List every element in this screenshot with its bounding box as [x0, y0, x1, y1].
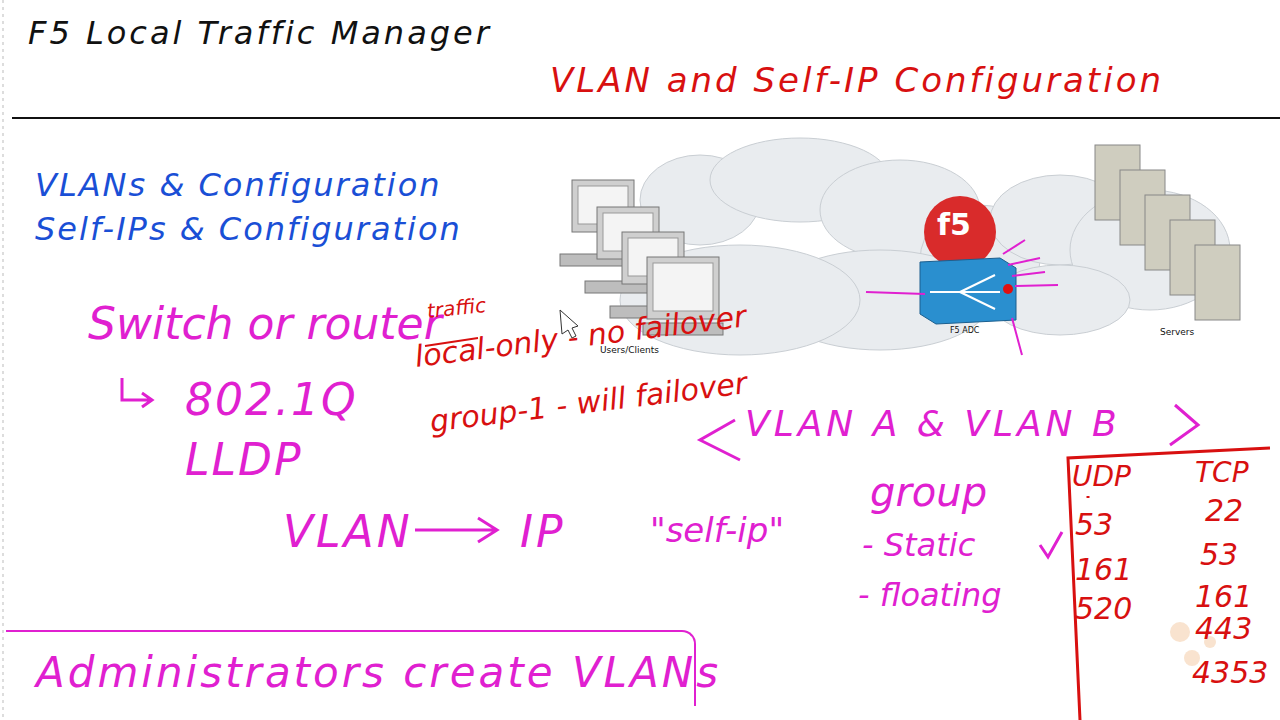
table-cell: 520: [1075, 592, 1132, 625]
flow-arrow: [415, 518, 497, 542]
note-text: "self-ip": [650, 512, 784, 549]
note-text: IP: [520, 508, 566, 556]
icon-caption: Servers: [1160, 328, 1194, 338]
list-item: - Static: [862, 528, 975, 563]
note-text: group: [870, 470, 987, 514]
topic-text: Self-IPs & Configuration: [35, 212, 462, 247]
sub-arrow: [122, 378, 152, 407]
check-mark: [1040, 532, 1062, 557]
header-rule: [12, 117, 1280, 119]
protocol-name: LLDP: [185, 436, 302, 484]
table-cell: 53: [1200, 538, 1238, 571]
angle-bracket: [700, 420, 740, 460]
angle-bracket: [1170, 405, 1198, 445]
interface-marks: [866, 240, 1058, 355]
table-cell: 53: [1075, 508, 1113, 541]
page-edge: [3, 0, 4, 720]
table-header: UDP: [1072, 462, 1131, 493]
adc-device: [920, 258, 1016, 324]
table-cell: 443: [1195, 612, 1252, 645]
note-text: VLAN: [283, 508, 413, 556]
table-lines: [1068, 448, 1270, 720]
note-box: Administrators create VLANs: [6, 630, 696, 706]
note-text: group-1 - will failover: [428, 366, 749, 438]
table-cell: 161: [1195, 580, 1252, 613]
note-text: traffic: [426, 294, 487, 322]
f5-logo: [924, 196, 996, 268]
box-text: Administrators create VLANs: [36, 650, 721, 696]
logo-text: f5: [937, 208, 971, 241]
list-item: - floating: [858, 578, 1002, 613]
table-cell: 4353: [1192, 656, 1268, 689]
note-text: Switch or router: [88, 300, 442, 348]
slide-title: F5 Local Traffic Manager: [28, 16, 492, 51]
subtitle: VLAN and Self-IP Configuration: [550, 62, 1164, 99]
icon-caption: F5 ADC: [950, 327, 979, 336]
table-cell: 22: [1205, 494, 1243, 527]
note-text: VLAN A & VLAN B: [745, 404, 1121, 444]
table-cell: 161: [1075, 553, 1132, 586]
protocol-name: 802.1Q: [185, 376, 358, 424]
topic-text: VLANs & Configuration: [35, 168, 442, 203]
server-stack: [1095, 145, 1240, 320]
table-header: TCP: [1195, 458, 1249, 489]
